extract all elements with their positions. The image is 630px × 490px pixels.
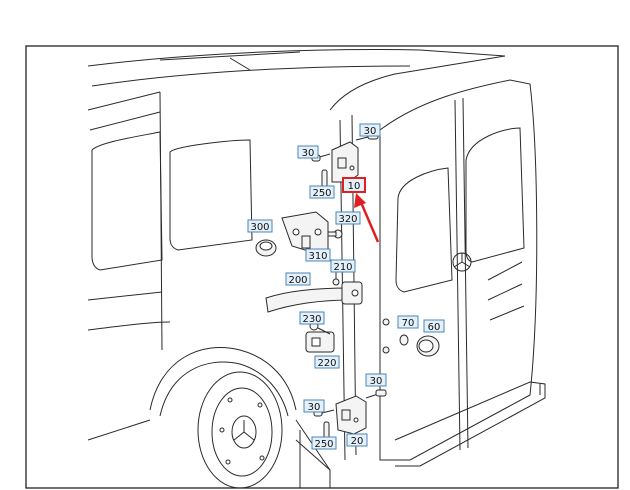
- callout-label: 220: [317, 358, 336, 369]
- callout-310: 310: [305, 248, 331, 262]
- callout-label: 20: [351, 436, 364, 447]
- callout-30-left-top: 30: [297, 145, 319, 159]
- callout-230: 230: [299, 311, 325, 325]
- callout-label: 10: [348, 181, 361, 192]
- callout-60: 60: [423, 319, 445, 333]
- door-stop-part: [305, 321, 335, 353]
- callout-label: 60: [428, 322, 441, 333]
- diagram-frame: [25, 45, 619, 489]
- callout-label: 300: [250, 222, 269, 233]
- callout-10-highlighted: 10: [342, 177, 366, 193]
- door-check-bracket-part: [255, 211, 343, 257]
- callout-label: 30: [302, 148, 315, 159]
- tail-bumper-parts: [382, 318, 440, 357]
- lower-hinge-part: [313, 389, 387, 441]
- callout-30-bottom-left: 30: [303, 399, 325, 413]
- callout-200: 200: [285, 272, 311, 286]
- callout-30-bottom-right: 30: [365, 373, 387, 387]
- callout-label: 30: [370, 376, 383, 387]
- callout-220: 220: [314, 355, 340, 369]
- highlight-arrow: [354, 193, 380, 243]
- callout-label: 200: [288, 275, 307, 286]
- callout-label: 320: [338, 214, 357, 225]
- rear-wheel: [197, 371, 283, 489]
- callout-20: 20: [346, 433, 368, 447]
- callout-label: 230: [302, 314, 321, 325]
- callout-label: 70: [402, 318, 415, 329]
- callout-210: 210: [330, 259, 356, 273]
- door-check-strap-part: [265, 268, 363, 324]
- rear-badge: [452, 252, 472, 272]
- callout-320: 320: [335, 211, 361, 225]
- callout-label: 30: [364, 126, 377, 137]
- callout-label: 210: [333, 262, 352, 273]
- callout-label: 250: [314, 439, 333, 450]
- callout-300: 300: [247, 219, 273, 233]
- callout-30-top: 30: [359, 123, 381, 137]
- callout-70: 70: [397, 315, 419, 329]
- callout-250-bottom: 250: [311, 436, 337, 450]
- callout-label: 30: [308, 402, 321, 413]
- callout-label: 250: [312, 188, 331, 199]
- callout-250-top: 250: [309, 185, 335, 199]
- callout-label: 310: [308, 251, 327, 262]
